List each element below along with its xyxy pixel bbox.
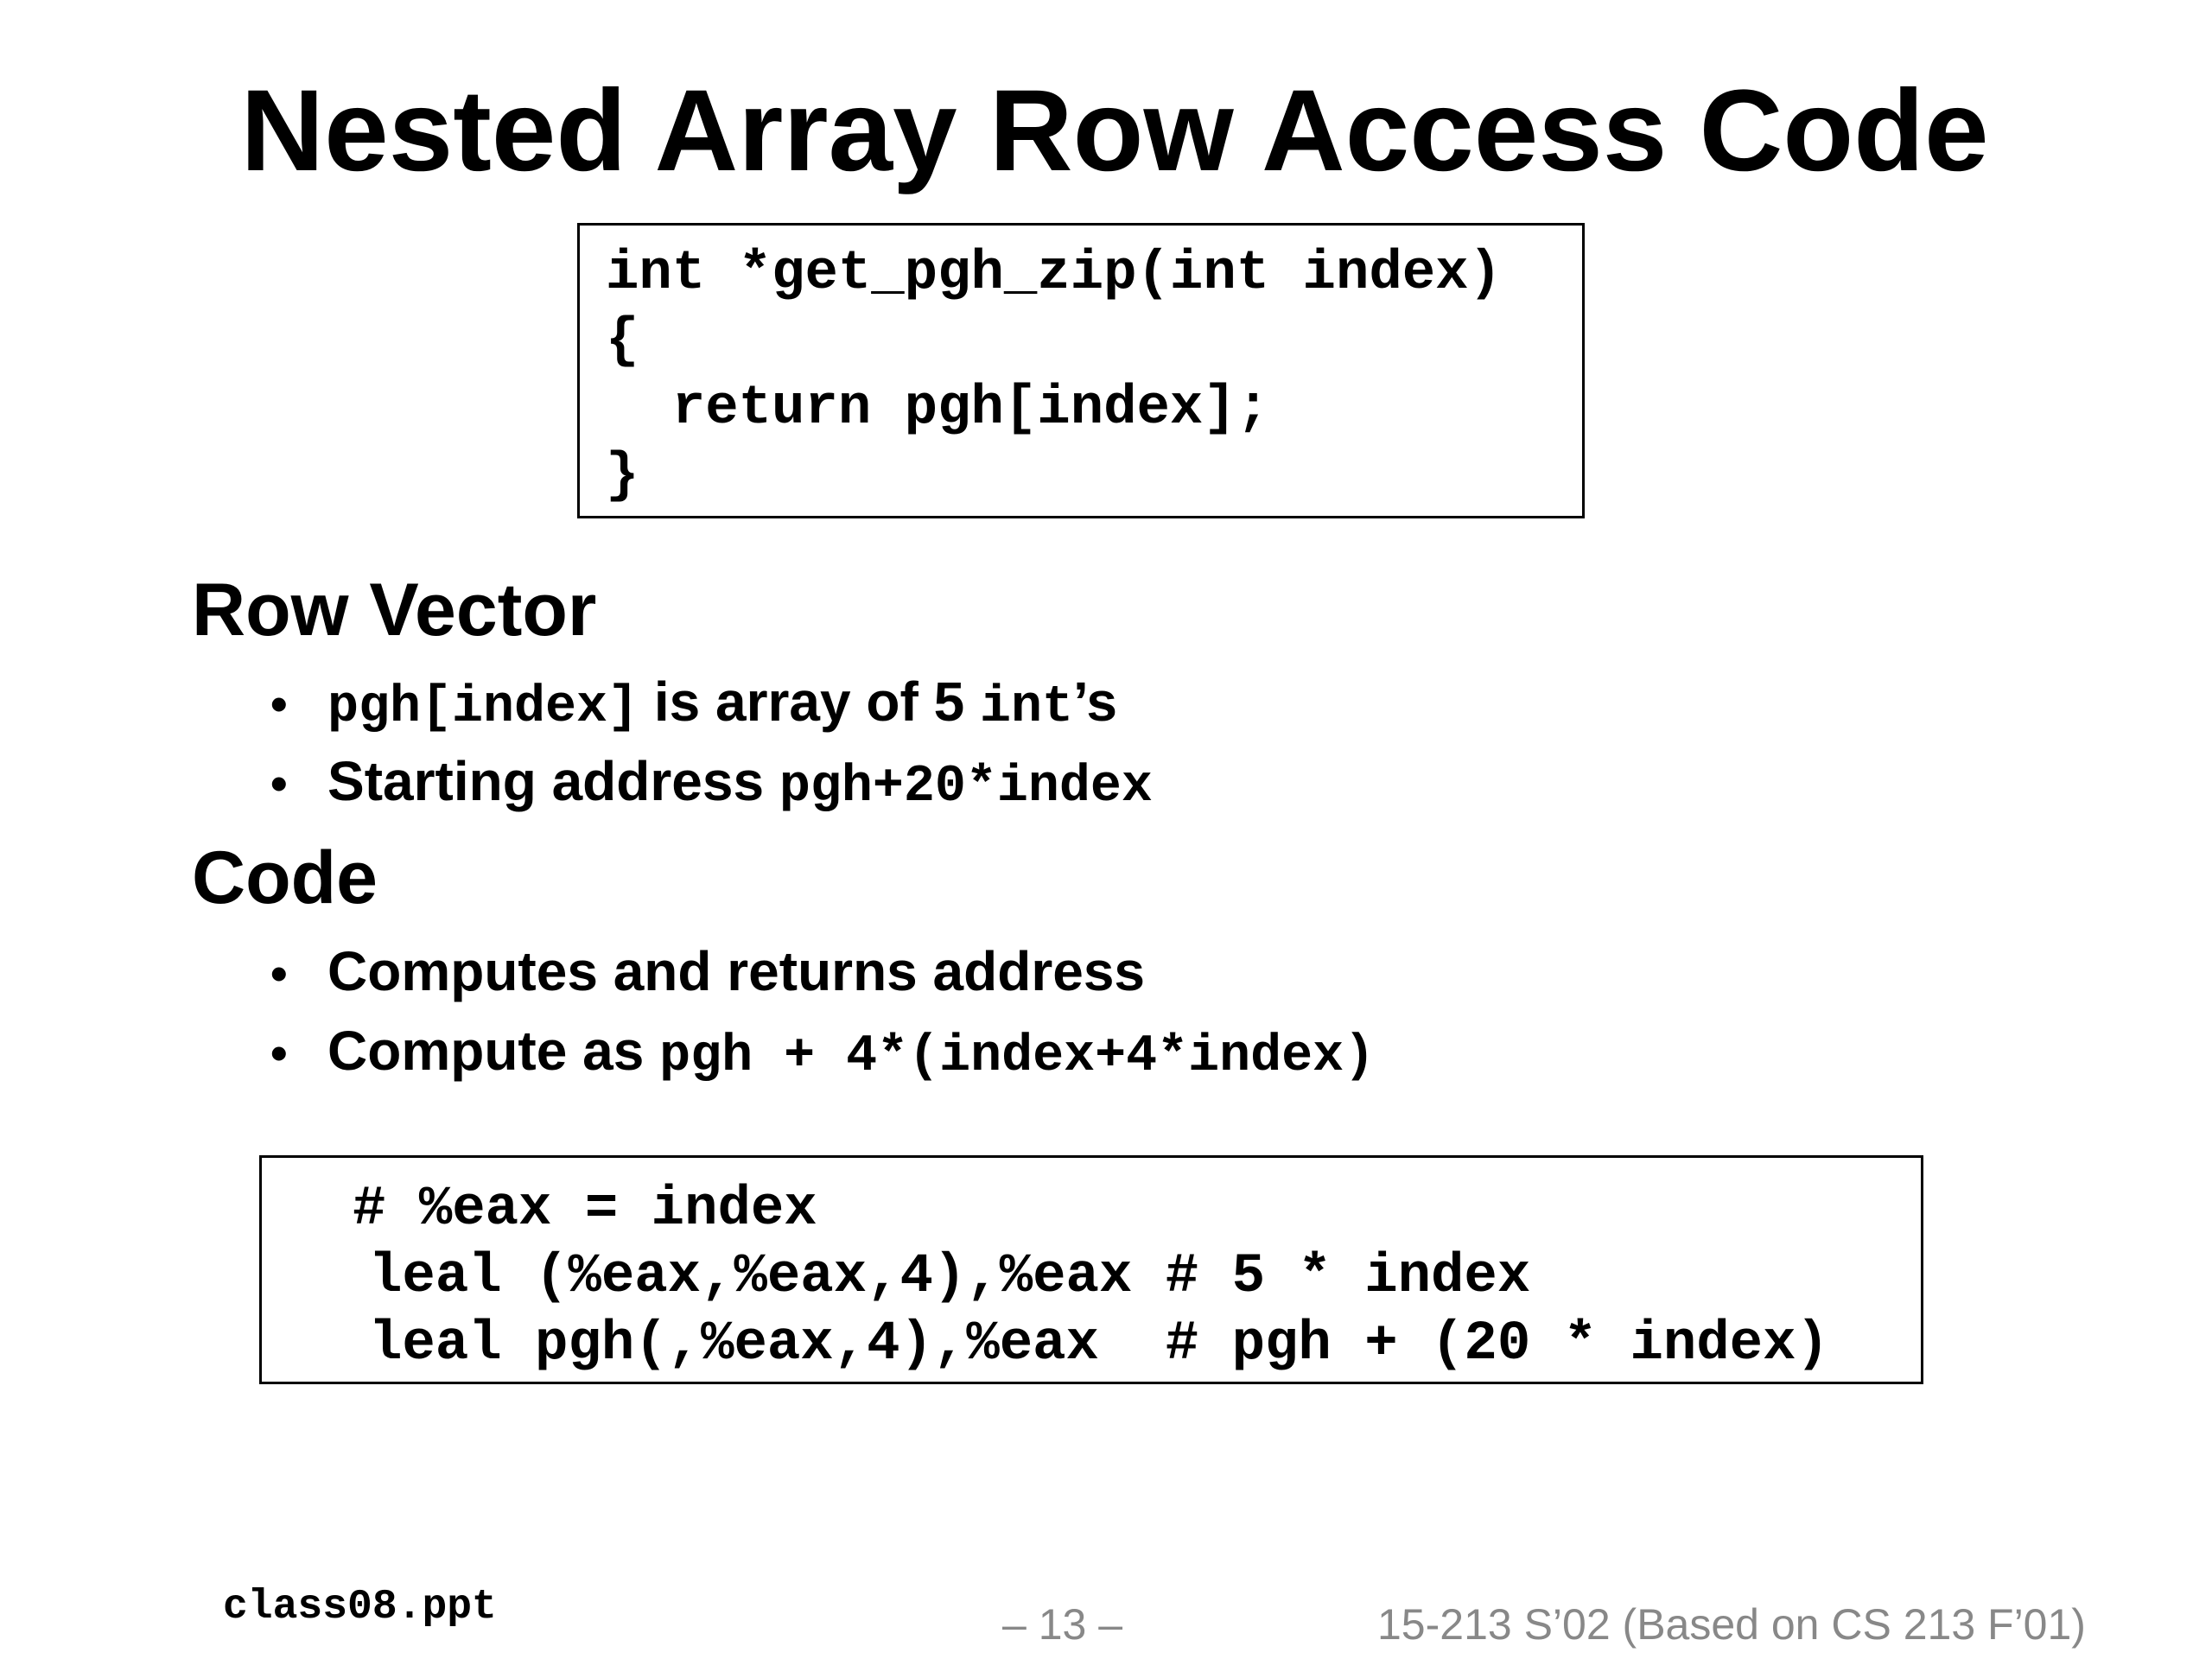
code-inline: pgh+20*index xyxy=(779,758,1153,817)
section-heading-code: Code xyxy=(192,836,378,919)
bullet-text: Starting address xyxy=(327,750,779,812)
section-heading-row-vector: Row Vector xyxy=(192,569,597,652)
code-inline: pgh + 4*(index+4*index) xyxy=(659,1027,1376,1086)
slide-title: Nested Array Row Access Code xyxy=(240,67,1989,195)
bullet-code-computes: • Computes and returns address xyxy=(270,937,1145,1008)
bullet-text: Compute as xyxy=(327,1020,660,1082)
bullet-dot: • xyxy=(270,756,288,810)
code-line: } xyxy=(606,445,639,507)
code-inline: pgh[index] xyxy=(327,678,639,737)
code-line: # %eax = index xyxy=(353,1179,817,1241)
code-line: leal pgh(,%eax,4),%eax # pgh + (20 * ind… xyxy=(369,1313,1829,1376)
bullet-dot: • xyxy=(270,677,288,731)
footer-course: 15-213 S’02 (Based on CS 213 F’01) xyxy=(1377,1600,2086,1649)
code-line: { xyxy=(606,310,639,372)
code-line: int *get_pgh_zip(int index) xyxy=(606,243,1502,305)
code-inline: int xyxy=(979,678,1073,737)
bullet-row-vector-address: • Starting address pgh+20*index xyxy=(270,747,1153,822)
code-line: leal (%eax,%eax,4),%eax # 5 * index xyxy=(369,1246,1531,1308)
bullet-text: is array of 5 xyxy=(639,671,980,733)
assembly-code-box: # %eax = index leal (%eax,%eax,4),%eax #… xyxy=(259,1155,1923,1384)
bullet-text: Computes and returns address xyxy=(327,940,1145,1002)
bullet-dot: • xyxy=(270,1026,288,1080)
bullet-dot: • xyxy=(270,946,288,1001)
footer-filename: class08.ppt xyxy=(223,1584,497,1630)
footer-page-number: – 13 – xyxy=(1002,1600,1123,1649)
bullet-row-vector-array: • pgh[index] is array of 5 int’s xyxy=(270,667,1117,742)
function-code-box: int *get_pgh_zip(int index) { return pgh… xyxy=(577,223,1585,518)
code-line: return pgh[index]; xyxy=(606,378,1270,440)
bullet-text: ’s xyxy=(1072,671,1117,733)
bullet-code-compute-as: • Compute as pgh + 4*(index+4*index) xyxy=(270,1016,1375,1091)
